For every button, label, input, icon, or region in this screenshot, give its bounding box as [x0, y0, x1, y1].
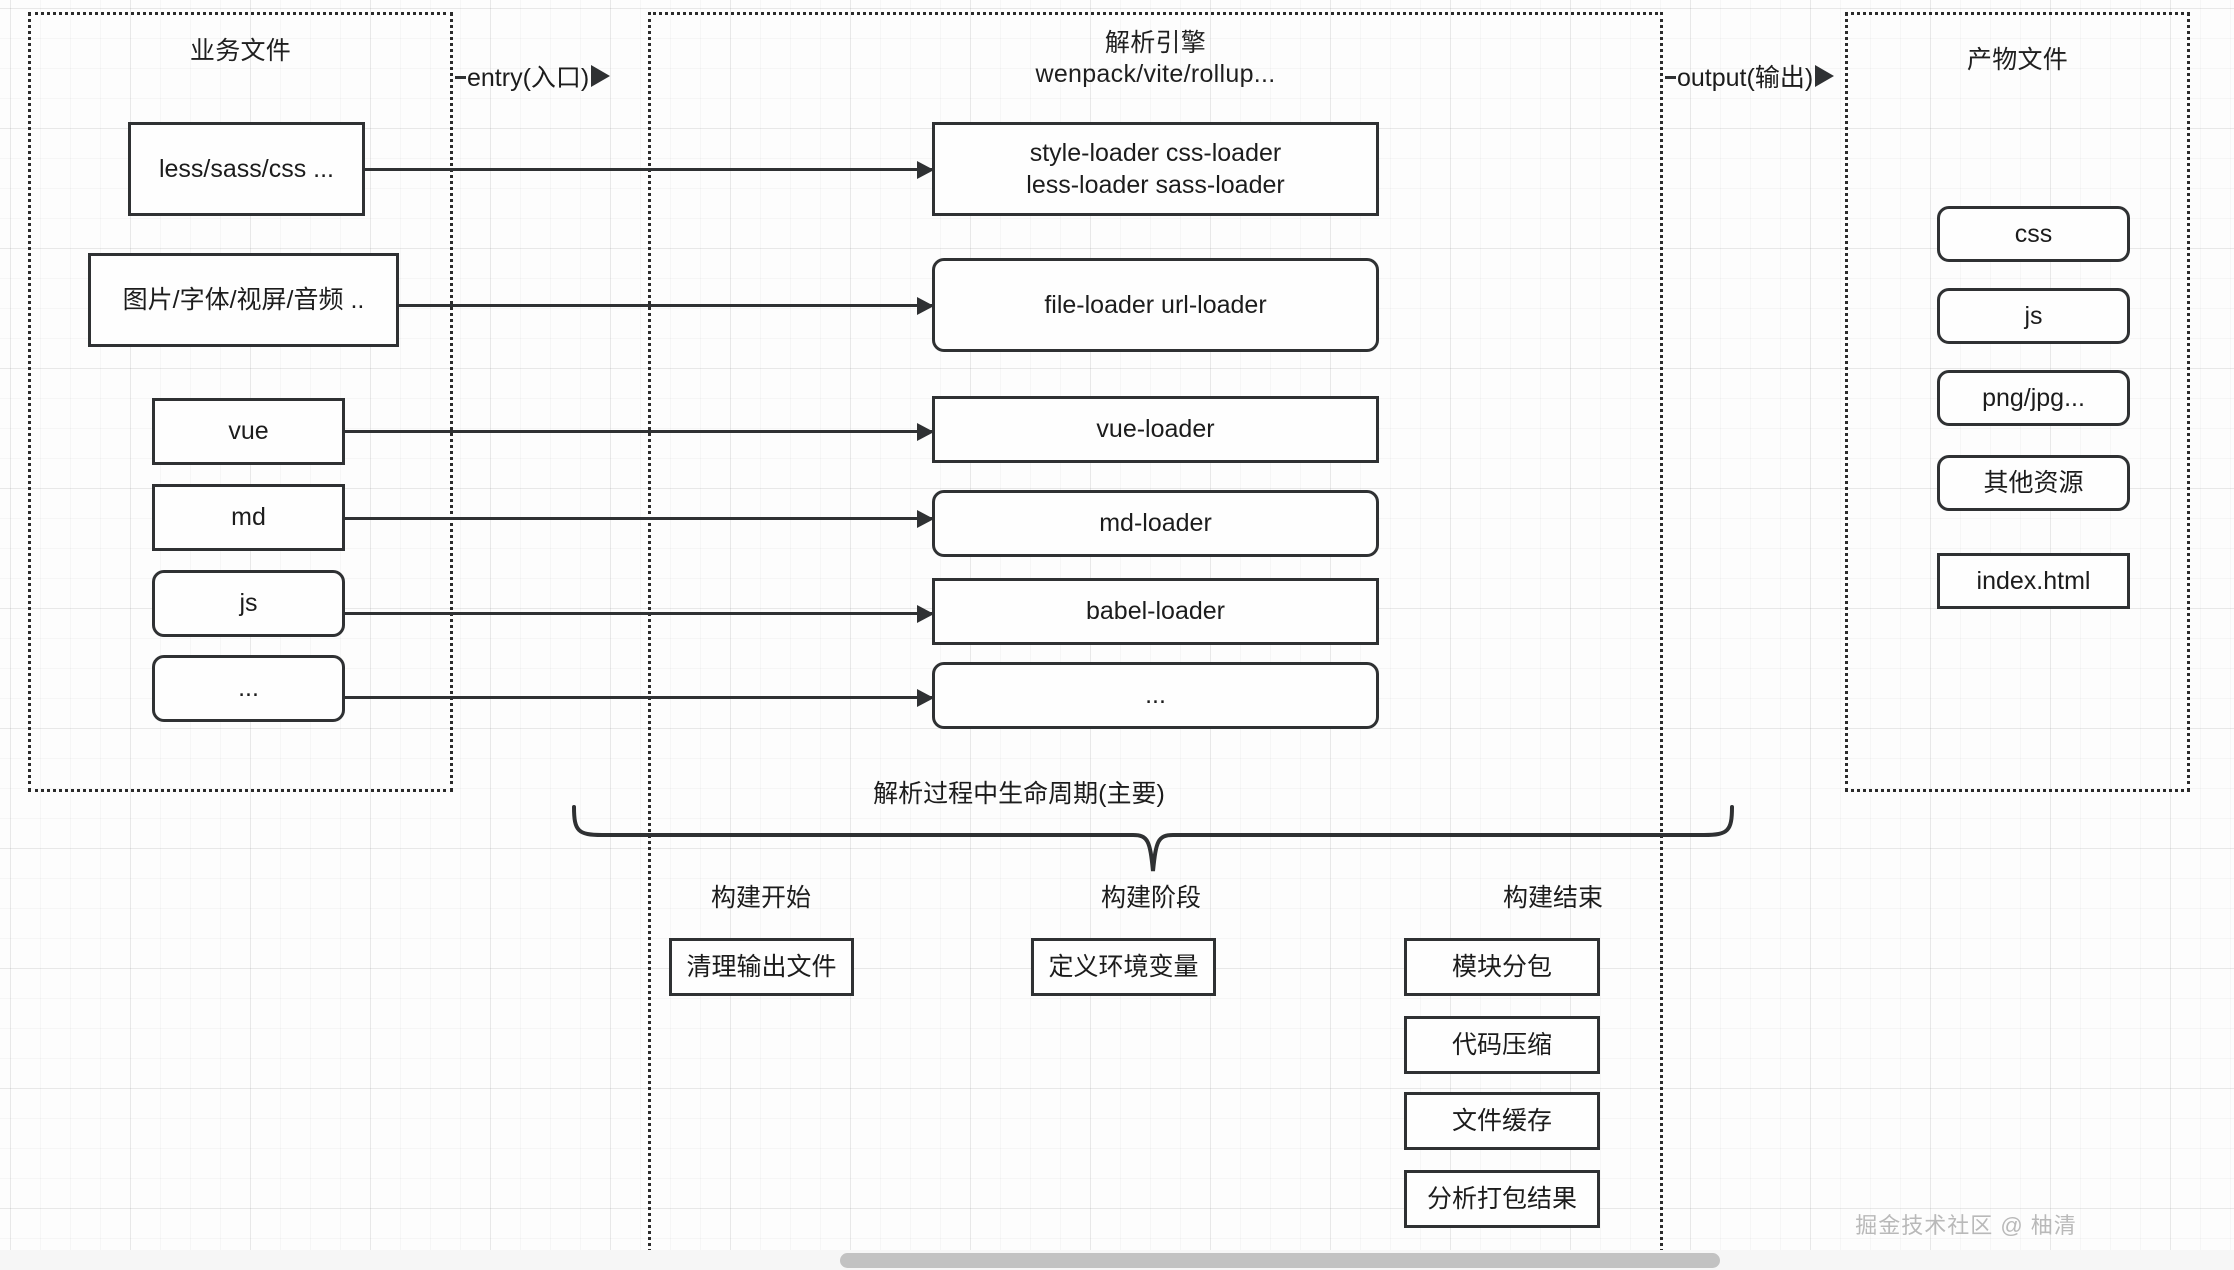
source-node-md[interactable]: md	[152, 484, 345, 551]
horizontal-scrollbar-thumb[interactable]	[840, 1253, 1720, 1268]
artifact-node-images[interactable]: png/jpg...	[1937, 370, 2130, 426]
phase-label-build-stage: 构建阶段	[1100, 884, 1202, 912]
loader-node-style[interactable]: style-loader css-loader less-loader sass…	[932, 122, 1379, 216]
source-node-assets[interactable]: 图片/字体/视屏/音频 ..	[88, 253, 399, 347]
watermark-text: 掘金技术社区 @ 柚清	[1855, 1213, 2077, 1238]
connector-css-to-style-loader	[365, 160, 934, 179]
lifecycle-node-code-minify[interactable]: 代码压缩	[1404, 1016, 1600, 1074]
source-node-vue[interactable]: vue	[152, 398, 345, 465]
connector-assets-to-file-loader	[399, 296, 934, 315]
loader-node-file-url[interactable]: file-loader url-loader	[932, 258, 1379, 352]
connector-vue-to-vue-loader	[345, 422, 934, 441]
phase-label-build-end: 构建结束	[1502, 884, 1604, 912]
loader-node-md[interactable]: md-loader	[932, 490, 1379, 557]
lifecycle-title: 解析过程中生命周期(主要)	[873, 780, 1165, 808]
phase-label-build-start: 构建开始	[710, 884, 812, 912]
lifecycle-node-bundle-analyze[interactable]: 分析打包结果	[1404, 1170, 1600, 1228]
arrowhead-icon	[917, 509, 934, 528]
arrowhead-icon	[917, 296, 934, 315]
output-arrowhead-icon	[1815, 65, 1835, 87]
loader-node-more[interactable]: ...	[932, 662, 1379, 729]
loader-node-vue[interactable]: vue-loader	[932, 396, 1379, 463]
artifact-node-index-html[interactable]: index.html	[1937, 553, 2130, 609]
group-parse-engine-title: 解析引擎 wenpack/vite/rollup...	[1035, 29, 1276, 88]
edge-label-output: output(输出)	[1665, 58, 1835, 94]
entry-label-text: entry(入口)	[467, 64, 590, 92]
source-node-css[interactable]: less/sass/css ...	[128, 122, 365, 216]
lifecycle-node-module-split[interactable]: 模块分包	[1404, 938, 1600, 996]
connector-js-to-babel-loader	[345, 604, 934, 623]
edge-label-entry: entry(入口)	[455, 58, 611, 94]
source-node-more[interactable]: ...	[152, 655, 345, 722]
artifact-node-css[interactable]: css	[1937, 206, 2130, 262]
arrowhead-icon	[917, 422, 934, 441]
lifecycle-node-clean-output[interactable]: 清理输出文件	[669, 938, 854, 996]
group-output-files-title: 产物文件	[1966, 46, 2069, 74]
lifecycle-node-file-cache[interactable]: 文件缓存	[1404, 1092, 1600, 1150]
arrowhead-icon	[917, 604, 934, 623]
arrowhead-icon	[917, 688, 934, 707]
entry-arrowhead-icon	[591, 65, 611, 87]
artifact-node-js[interactable]: js	[1937, 288, 2130, 344]
group-output-files	[1845, 12, 2190, 792]
source-node-js[interactable]: js	[152, 570, 345, 637]
group-source-files-title: 业务文件	[189, 37, 292, 65]
loader-node-babel[interactable]: babel-loader	[932, 578, 1379, 645]
output-label-text: output(输出)	[1677, 64, 1814, 92]
horizontal-scrollbar-track[interactable]	[0, 1250, 2234, 1270]
lifecycle-node-define-env[interactable]: 定义环境变量	[1031, 938, 1216, 996]
group-source-files	[28, 12, 453, 792]
connector-more-to-more-loader	[345, 688, 934, 707]
output-line	[1665, 75, 1676, 79]
entry-line	[455, 75, 466, 79]
connector-md-to-md-loader	[345, 509, 934, 528]
arrowhead-icon	[917, 160, 934, 179]
artifact-node-other[interactable]: 其他资源	[1937, 455, 2130, 511]
